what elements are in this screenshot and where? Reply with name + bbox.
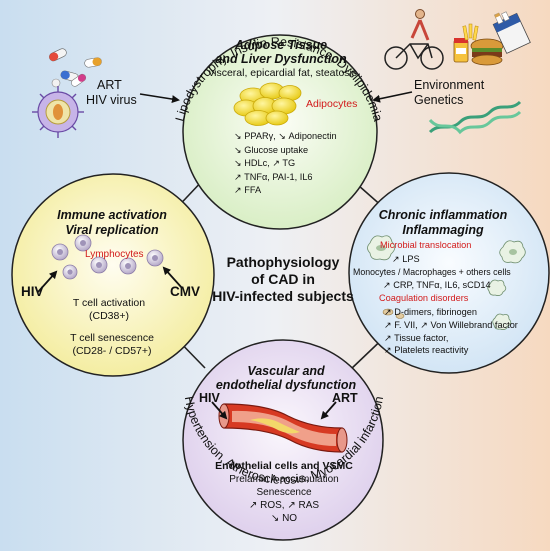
inflammation-title-1: Chronic inflammation: [378, 208, 508, 222]
adipose-subtitle: visceral, epicardial fat, steatosis: [208, 67, 358, 79]
vascular-item: ↗ ROS, ↗ RAS: [248, 500, 320, 511]
adipose-item: ↗ TNFα, PAI-1, IL6: [234, 171, 313, 182]
adipose-item: ↗ FFA: [234, 185, 262, 196]
t-cell-activation-2: (CD38+): [89, 310, 129, 322]
dna-icon: [428, 100, 522, 135]
immune-title-2: Viral replication: [65, 223, 159, 237]
vascular-art-label: ART: [332, 391, 358, 405]
adipose-title: Adipose Tissue and Liver Dysfunction: [215, 38, 346, 66]
immune-title: Immune activation Viral replication: [57, 208, 167, 238]
adipose-list: ↘ PPARγ, ↘ Adiponectin ↘ Glucose uptake …: [234, 130, 337, 198]
adipocyte-cluster-icon: [233, 82, 302, 126]
coag-item: ↗ F. VII, ↗ Von Willebrand factor: [384, 319, 518, 330]
coag-item: ↗ Platelets reactivity: [384, 345, 469, 356]
adipose-item: ↘ PPARγ, ↘ Adiponectin: [234, 131, 337, 141]
vascular-title: Vascular and endothelial dysfunction: [216, 364, 356, 392]
immune-arrows: [37, 266, 183, 293]
adipose-title-1: Adipose Tissue: [234, 38, 328, 52]
immune-cmv-label: CMV: [170, 284, 200, 299]
adipose-title-2: and Liver Dysfunction: [215, 52, 347, 66]
immune-circle: [11, 173, 215, 377]
lymphocytes-label: Lymphocytes: [85, 249, 144, 260]
coagulation-label: Coagulation disorders: [379, 293, 469, 303]
art-label: ART: [97, 78, 122, 92]
vascular-list: Prelamin A accumulation Senescence ↗ ROS…: [229, 473, 339, 525]
adipose-item: ↘ HDLc, ↗ TG: [234, 158, 296, 169]
immune-hiv-label: HIV: [21, 284, 44, 299]
vascular-hiv-label: HIV: [199, 391, 220, 405]
adipose-item: ↘ Glucose uptake: [234, 144, 309, 155]
vascular-item: Senescence: [256, 487, 312, 498]
cigarettes-icon: [492, 11, 531, 54]
vascular-item: Prelamin A accumulation: [229, 474, 339, 485]
coag-item: ↗ Tissue factor,: [384, 332, 449, 343]
adipose-circle: [182, 34, 378, 230]
monocytes-label: Monocytes / Macrophages + others cells: [353, 267, 511, 277]
adipocytes-label: Adipocytes: [306, 98, 358, 110]
monocyte-nucleus: [376, 245, 517, 255]
vascular-title-2: endothelial dysfunction: [215, 378, 357, 392]
vascular-title-1: Vascular and: [247, 364, 325, 378]
vascular-item: ↘ NO: [270, 513, 298, 524]
t-cell-activation-1: T cell activation: [72, 297, 146, 309]
microbial-translocation-label: Microbial translocation: [380, 240, 472, 250]
lymphocyte-icon: [51, 234, 164, 280]
virus-icon: [32, 86, 84, 138]
inflammation-title-2: Inflammaging: [402, 223, 484, 237]
endothelial-cells-label: Endothelial cells and VSMC: [215, 460, 353, 472]
crp-label: ↗ CRP, TNFα, IL6, sCD14: [383, 280, 491, 290]
coag-item: ↗ D-dimers, fibrinogen: [384, 307, 477, 317]
external-arrows: [139, 91, 413, 104]
center-title: Pathophysiology of CAD in HIV-infected s…: [212, 254, 354, 305]
coagulation-list: ↗ D-dimers, fibrinogen ↗ F. VII, ↗ Von W…: [384, 306, 518, 357]
t-cell-activation: T cell activation (CD38+): [73, 297, 145, 323]
artery-icon: [218, 403, 348, 453]
lps-label: ↗ LPS: [392, 254, 420, 264]
center-line-3: HIV-infected subjects: [212, 288, 354, 304]
hiv-virus-label: HIV virus: [86, 93, 137, 107]
platelet-icon: [382, 308, 405, 319]
t-cell-senescence-1: T cell senescence: [70, 332, 154, 344]
vascular-arrows: [211, 401, 337, 420]
cyclist-icon: [384, 9, 444, 70]
center-line-2: of CAD in: [251, 271, 315, 287]
t-cell-senescence: T cell senescence (CD28- / CD57+): [70, 332, 154, 358]
pills-icon: [49, 48, 102, 88]
junk-food-icon: [453, 23, 504, 66]
t-cell-senescence-2: (CD28- / CD57+): [72, 345, 152, 357]
genetics-label: Genetics: [414, 93, 464, 107]
vascular-circle: [182, 339, 384, 541]
inflammation-title: Chronic inflammation Inflammaging: [379, 208, 507, 238]
immune-title-1: Immune activation: [57, 208, 167, 222]
center-line-1: Pathophysiology: [226, 254, 340, 270]
environment-label: Environment: [414, 78, 485, 92]
